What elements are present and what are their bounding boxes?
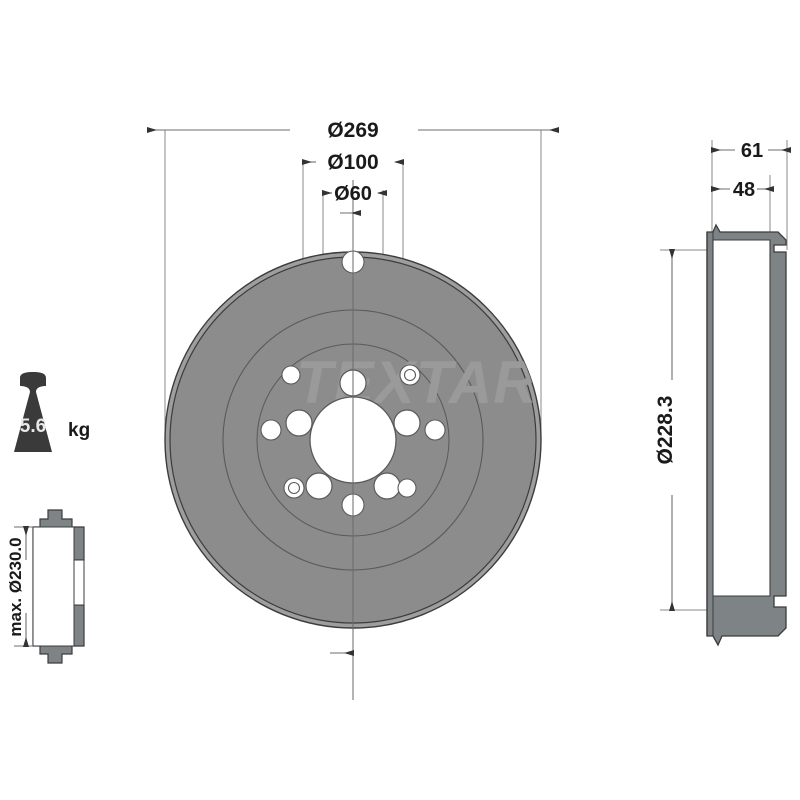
dim-center-bore: Ø60: [322, 183, 387, 216]
wear-section-view: max. Ø230.0: [6, 509, 85, 664]
dim-inner-drum-diameter-label: Ø228.3: [654, 396, 677, 465]
weight-icon: [14, 372, 52, 452]
dim-inner-drum-diameter: Ø228.3: [654, 249, 677, 611]
dim-bolt-circle: Ø100: [302, 151, 404, 174]
bolt-holes: [285, 369, 421, 500]
dim-center-bore-label: Ø60: [334, 183, 372, 205]
dim-max-wear-diameter: max. Ø230.0: [6, 526, 33, 647]
locating-hole: [283, 477, 305, 499]
weight-badge: 5.6 kg: [14, 372, 90, 452]
bolt-hole: [373, 472, 401, 500]
dim-inner-width: 48: [711, 179, 774, 201]
bolt-hole: [285, 409, 313, 437]
locating-holes: [260, 250, 446, 517]
bolt-hole: [305, 472, 333, 500]
bolt-hole: [393, 409, 421, 437]
wear-section-groove: [73, 559, 85, 606]
dim-bolt-circle-label: Ø100: [327, 151, 378, 174]
weight-value-label: 5.6: [20, 416, 46, 437]
front-view: TEXTAR: [147, 119, 559, 700]
dim-outer-diameter-label: Ø269: [327, 119, 378, 142]
locating-hole: [281, 365, 301, 385]
dim-outer-diameter: Ø269: [147, 119, 559, 142]
weight-unit-label: kg: [68, 420, 90, 441]
dim-overall-width: 61: [711, 140, 791, 162]
locating-hole: [399, 364, 421, 386]
locating-hole: [260, 419, 282, 441]
drum-section-cavity: [712, 239, 771, 597]
dim-overall-width-label: 61: [741, 140, 763, 162]
wear-section-cavity: [32, 526, 75, 647]
locating-hole-rings: [287, 368, 417, 495]
side-section-view: 61 48 Ø228.3: [654, 140, 791, 647]
dim-max-wear-diameter-label: max. Ø230.0: [6, 537, 25, 636]
dim-inner-width-label: 48: [733, 179, 755, 201]
locating-hole: [424, 419, 446, 441]
locating-hole: [397, 478, 417, 498]
